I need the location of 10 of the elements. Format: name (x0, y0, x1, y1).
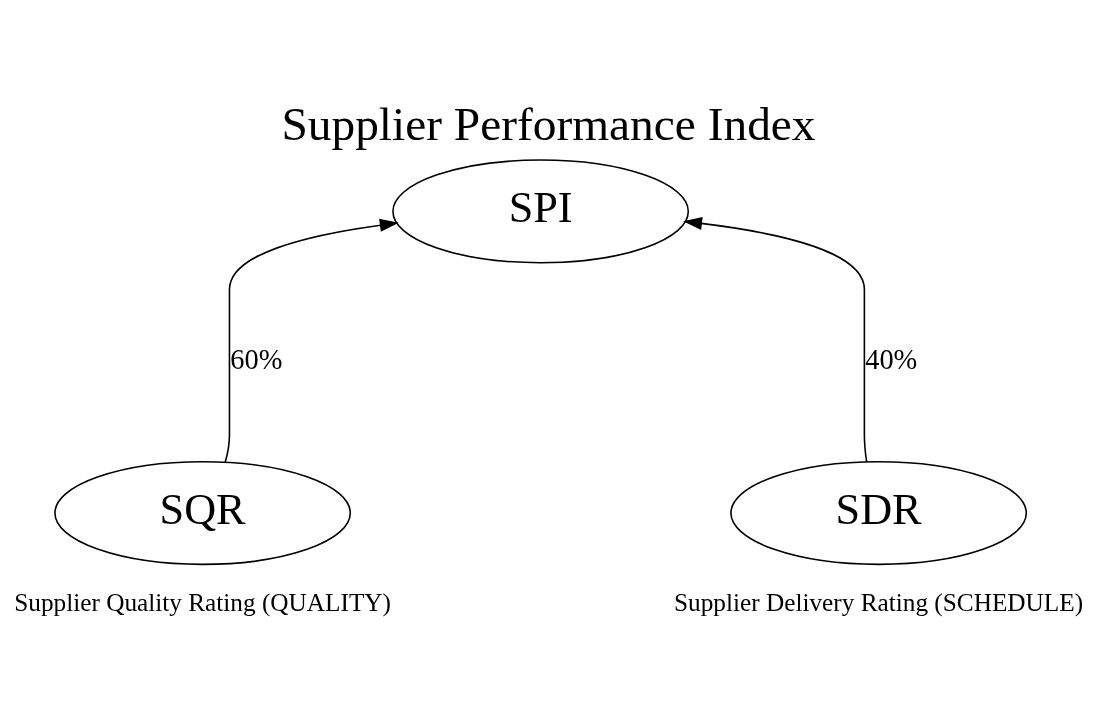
node-ellipse: SPI (392, 159, 690, 264)
node-label: Supplier Delivery Rating (SCHEDULE) (674, 588, 1084, 617)
node-label: Supplier Quality Rating (QUALITY) (14, 588, 392, 617)
node-ellipse: SQR (54, 460, 352, 566)
node-ellipse: SDR (730, 460, 1028, 566)
edge-label: 60% (230, 344, 283, 376)
arrow (683, 216, 868, 463)
edge-label: 40% (865, 344, 918, 376)
arrow (224, 218, 399, 463)
diagram-title: Supplier Performance Index (281, 97, 816, 150)
